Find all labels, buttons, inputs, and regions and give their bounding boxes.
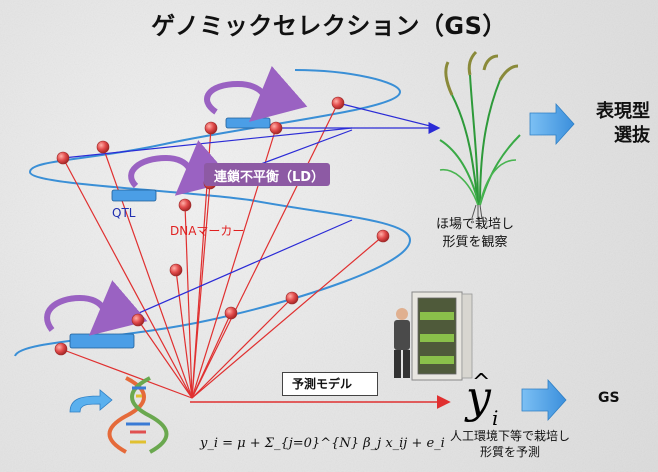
page-title: ゲノミックセレクション（GS）	[151, 12, 507, 40]
swirl-arrow	[204, 66, 308, 122]
prediction-model-box	[282, 372, 378, 396]
dna-marker	[56, 151, 70, 165]
marker-link-line	[175, 269, 193, 399]
qtl-label: QTL	[112, 206, 136, 220]
marker-link-line	[191, 182, 211, 399]
dna-marker	[224, 306, 238, 320]
dna-icon	[107, 376, 169, 454]
marker-link-line	[60, 348, 193, 399]
dna-marker	[131, 313, 145, 327]
prediction-model-label: 予測モデル	[292, 377, 353, 391]
phenotypic-selection-label: 表現型 選抜	[596, 101, 650, 147]
dna-marker	[54, 342, 68, 356]
marker-link-line	[191, 102, 339, 399]
field-observation-label: ほ場で栽培し 形質を観察	[435, 217, 514, 251]
marker-link-line	[62, 157, 193, 399]
equation: y_i = μ + Σ_{j=0}^{N} β_j x_ij + e_i	[200, 436, 445, 451]
ld-label-box	[204, 163, 330, 186]
dna-marker	[204, 121, 218, 135]
qtl-bar	[69, 333, 135, 349]
yhat-subscript: i	[492, 406, 499, 430]
rice-plant-icon	[439, 50, 521, 220]
dna-marker	[169, 263, 183, 277]
controlled-env-label: 人工環境下等で栽培し 形質を予測	[449, 429, 570, 460]
swirl-arrow	[128, 140, 234, 196]
yhat-symbol: y	[466, 372, 491, 423]
dna-marker	[331, 96, 345, 110]
marker-link-line	[191, 297, 293, 399]
dna-marker	[269, 121, 283, 135]
swirl-arrow	[44, 280, 148, 336]
yhat-hat: ^	[472, 370, 491, 395]
ld-label: 連鎖不平衡（LD）	[214, 170, 325, 185]
gs-label: GS	[598, 390, 620, 406]
blue-line	[337, 102, 439, 129]
qtl-bar	[225, 117, 271, 129]
right-arrow-icon	[521, 378, 567, 422]
right-arrow-icon	[529, 102, 575, 146]
dna-marker	[376, 229, 390, 243]
marker-link-line	[191, 235, 384, 399]
dna-marker	[96, 140, 110, 154]
marker-link-line	[191, 312, 232, 399]
dna-marker	[285, 291, 299, 305]
growth-chamber-icon	[394, 291, 473, 381]
dna-marker	[178, 198, 192, 212]
dna-marker-label: DNAマーカー	[170, 224, 245, 238]
marker-link-line	[184, 204, 193, 399]
curved-arrow-icon	[69, 389, 113, 413]
qtl-bar	[111, 189, 157, 202]
marker-link-line	[102, 146, 193, 399]
